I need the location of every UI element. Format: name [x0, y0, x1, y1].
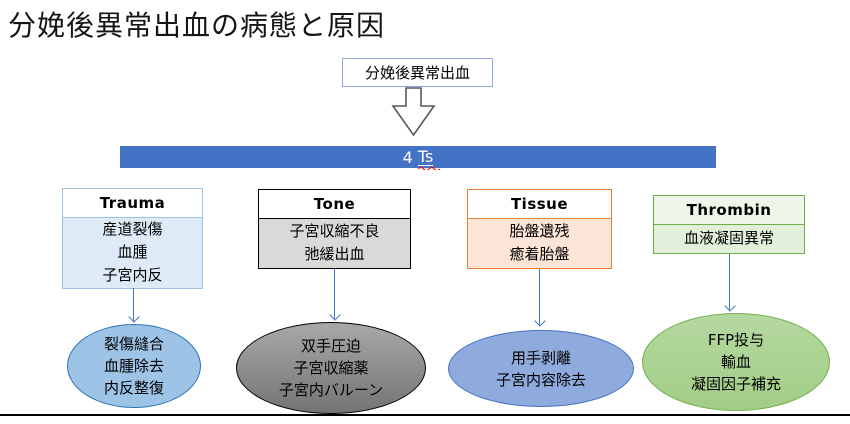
four-ts-banner: 4 Ts — [120, 146, 716, 171]
thrombin-treatment-line: 輸血 — [720, 353, 751, 371]
tone-treatment-line: 子宮内バルーン — [278, 381, 384, 399]
thrombin-header-box: Thrombin — [653, 195, 805, 225]
down-block-arrow-icon — [385, 87, 443, 141]
thrombin-causes-box: 血液凝固異常 — [653, 223, 805, 254]
tissue-cause-line: 癒着胎盤 — [509, 245, 570, 263]
thrombin-treatment-line: 凝固因子補充 — [690, 375, 781, 393]
trauma-treatment-line: 血腫除去 — [103, 357, 164, 375]
trauma-treatment-line: 裂傷縫合 — [103, 335, 164, 353]
four-ts-term: Ts — [417, 146, 440, 171]
trauma-cause-line: 子宮内反 — [102, 266, 163, 284]
tissue-header-box: Tissue — [467, 189, 612, 219]
tissue-causes-box: 胎盤遺残 癒着胎盤 — [467, 217, 612, 269]
page-title: 分娩後異常出血の病態と原因 — [8, 9, 386, 42]
tissue-treatment-line: 用手剥離 — [510, 348, 571, 367]
trauma-header-box: Trauma — [62, 188, 203, 218]
bottom-divider — [0, 414, 850, 416]
thrombin-connector-arrow — [723, 254, 736, 312]
tone-cause-line: 弛緩出血 — [304, 245, 365, 263]
tone-causes-box: 子宮収縮不良 弛緩出血 — [258, 217, 411, 269]
trauma-treatment-line: 内反整復 — [103, 379, 164, 397]
tone-treatment-line: 双手圧迫 — [300, 337, 361, 355]
thrombin-treatment-line: FFP投与 — [707, 331, 765, 349]
tissue-treatment-ellipse: 用手剥離 子宮内容除去 — [448, 330, 634, 407]
spellcheck-squiggle-icon — [417, 167, 440, 171]
tone-treatment-line: 子宮収縮薬 — [293, 359, 369, 377]
trauma-connector-arrow — [127, 288, 140, 323]
tone-connector-arrow — [328, 269, 341, 321]
tone-cause-line: 子宮収縮不良 — [289, 222, 380, 240]
trauma-cause-line: 産道裂傷 — [102, 220, 163, 238]
thrombin-treatment-ellipse: FFP投与 輸血 凝固因子補充 — [642, 313, 830, 411]
trauma-causes-box: 産道裂傷 血腫 子宮内反 — [62, 216, 203, 289]
trauma-treatment-ellipse: 裂傷縫合 血腫除去 内反整復 — [67, 324, 201, 408]
tissue-cause-line: 胎盤遺残 — [509, 222, 570, 240]
trauma-cause-line: 血腫 — [117, 243, 148, 261]
tissue-treatment-line: 子宮内容除去 — [495, 370, 586, 389]
tone-header-box: Tone — [258, 189, 411, 219]
root-node-box: 分娩後異常出血 — [342, 58, 493, 87]
tissue-connector-arrow — [533, 269, 546, 327]
four-ts-term-text: Ts — [417, 146, 434, 166]
tone-treatment-ellipse: 双手圧迫 子宮収縮薬 子宮内バルーン — [236, 322, 426, 414]
thrombin-cause-line: 血液凝固異常 — [683, 229, 774, 247]
four-ts-number: 4 — [402, 147, 413, 167]
